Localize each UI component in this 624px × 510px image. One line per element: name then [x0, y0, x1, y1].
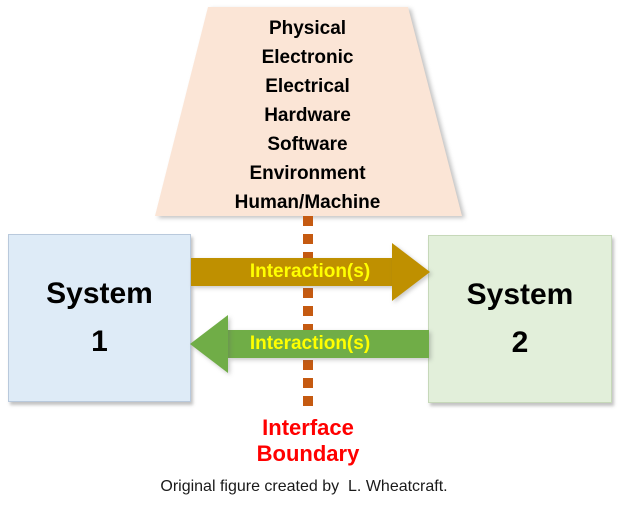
interface-boundary-label: Interface Boundary [203, 415, 413, 467]
forward-arrow-label: Interaction(s) [249, 261, 371, 282]
reverse-arrow-label: Interaction(s) [249, 333, 371, 354]
system-1-box: System 1 [8, 234, 191, 402]
interface-type-physical: Physical [268, 18, 347, 39]
reverse-arrow-head-icon [190, 315, 228, 373]
interface-type-electrical: Electrical [265, 76, 350, 97]
interface-type-software: Software [267, 134, 348, 155]
system-2-label: System [466, 278, 574, 311]
system-2-number: 2 [511, 326, 529, 359]
attribution-caption: Original figure created by L. Wheatcraft… [160, 478, 448, 495]
reverse-arrow-body [228, 330, 429, 358]
interface-type-human-machine: Human/Machine [234, 192, 381, 213]
system-2-box: System 2 [428, 235, 612, 403]
interface-type-electronic: Electronic [261, 47, 354, 68]
interface-type-hardware: Hardware [264, 105, 351, 126]
interface-types-shape: Physical Electronic Electrical Hardware … [155, 7, 462, 216]
interface-type-environment: Environment [249, 163, 366, 184]
interface-types-trapezoid: Physical Electronic Electrical Hardware … [150, 5, 465, 216]
interface-boundary-dashed-line [303, 216, 313, 412]
interface-boundary-label-line2: Boundary [256, 441, 360, 466]
forward-arrow-head-icon [392, 243, 430, 301]
system-1-label: System [46, 277, 153, 310]
system-1-number: 1 [91, 325, 108, 358]
interface-boundary-label-line1: Interface [262, 415, 354, 440]
forward-arrow-body [191, 258, 392, 286]
